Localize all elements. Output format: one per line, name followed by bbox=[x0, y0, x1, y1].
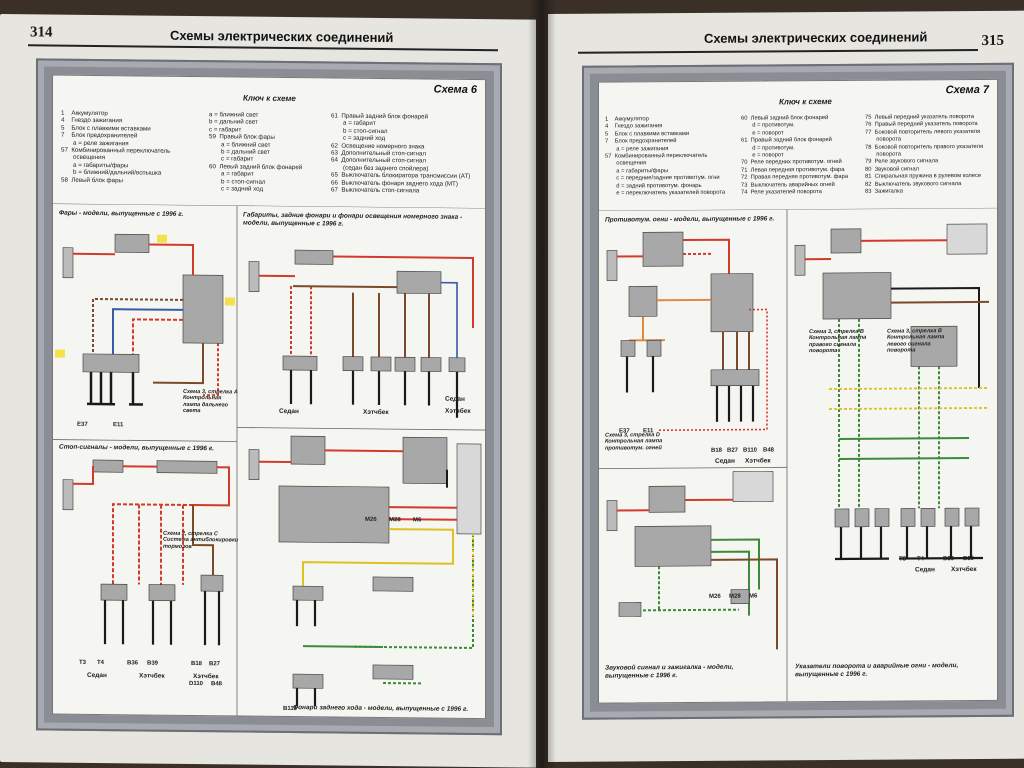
body-label-hatch: Хэтчбек bbox=[299, 716, 325, 719]
ground-label: E11 bbox=[643, 428, 654, 435]
note-schema3-b-left: Схема 3, стрелка B Контрольная лампа лев… bbox=[887, 328, 945, 354]
note-schema3-b: Схема 3, стрелка B Контрольная лампа пра… bbox=[809, 328, 867, 355]
note-schema3-a: Схема 3, стрелка A Контрольная лампа дал… bbox=[183, 388, 238, 415]
body-label-hatch: Хэтчбек bbox=[445, 407, 471, 415]
diagram-caption-horn: Звуковой сигнал и зажигалка - модели, вы… bbox=[605, 663, 734, 680]
page-number: 315 bbox=[981, 32, 1005, 49]
key-column-1: 1 Аккумулятор 4 Гнездо зажигания 5 Блок … bbox=[61, 109, 171, 184]
ground-label: E37 bbox=[77, 421, 88, 428]
left-schematics bbox=[53, 203, 486, 718]
diagram-caption-indicators: Указатели поворота и аварийные огни - мо… bbox=[795, 662, 959, 678]
page-header-title: Схемы электрических соединений bbox=[170, 27, 394, 46]
diagram-frame: Схема 7 Ключ к схеме 1 Аккумулятор 4 Гне… bbox=[582, 62, 1014, 720]
ground-label: B39 bbox=[147, 660, 159, 667]
ground-label: M28 bbox=[389, 517, 401, 524]
page-header-title: Схемы электрических соединений bbox=[704, 29, 928, 46]
ground-label: M6 bbox=[413, 517, 422, 524]
key-title: Ключ к схеме bbox=[243, 93, 296, 104]
body-label-hatch: Хэтчбек bbox=[139, 672, 165, 680]
indicators-schematic bbox=[794, 223, 989, 561]
ground-label: E11 bbox=[113, 422, 124, 429]
key-column-2: 60 Левый задний блок фонарей d = противо… bbox=[741, 115, 849, 196]
body-label-hatch: Хэтчбек bbox=[193, 673, 219, 681]
diagram-sheet: Схема 7 Ключ к схеме 1 Аккумулятор 4 Гне… bbox=[598, 78, 998, 704]
reverse-schematic bbox=[248, 435, 482, 707]
ground-label: T4 bbox=[917, 556, 925, 563]
ground-label: M6 bbox=[749, 593, 758, 600]
key-column-2: a = ближний свет b = дальний свет c = га… bbox=[209, 111, 303, 193]
body-label-sedan: Седан bbox=[279, 407, 299, 416]
key-column-3: 61 Правый задний блок фонарей a = габари… bbox=[331, 112, 471, 195]
diagram-caption-fog: Противотум. огни - модели, выпущенные с … bbox=[605, 215, 775, 224]
ground-label: B18 bbox=[191, 661, 203, 668]
right-page: 315 Схемы электрических соединений Схема… bbox=[548, 10, 1024, 763]
diagram-frame: Схема 6 Ключ к схеме 1 Аккумулятор 4 Гне… bbox=[36, 58, 502, 736]
body-label-sedan: Седан bbox=[87, 671, 107, 680]
body-label-hatch: Хэтчбек bbox=[951, 566, 977, 574]
ground-label: B27 bbox=[209, 661, 221, 668]
ground-label: E37 bbox=[619, 428, 630, 435]
header-rule bbox=[578, 48, 978, 54]
body-label-sedan: Седан bbox=[915, 566, 935, 574]
ground-label: B110 bbox=[283, 705, 298, 713]
ground-label: B110 bbox=[743, 447, 758, 454]
header-rule bbox=[28, 44, 498, 52]
ground-label: D110 bbox=[189, 680, 204, 688]
fog-schematic bbox=[606, 231, 768, 432]
ground-label: M26 bbox=[709, 593, 721, 600]
note-schema3-d: Схема 3, стрелка D Контрольная лампа про… bbox=[605, 432, 663, 452]
ground-label: T3 bbox=[79, 659, 87, 666]
diagram-sheet: Схема 6 Ключ к схеме 1 Аккумулятор 4 Гне… bbox=[52, 74, 486, 720]
ground-label: B39 bbox=[963, 556, 975, 563]
schema-label: Схема 6 bbox=[433, 83, 477, 96]
ground-label: B48 bbox=[763, 447, 775, 454]
right-schematics bbox=[599, 207, 998, 704]
ground-label: B18 bbox=[711, 447, 723, 454]
key-column-3: 75 Левый передний указатель поворота 76 … bbox=[865, 114, 984, 195]
ground-label: M28 bbox=[729, 593, 741, 600]
ground-label: T3 bbox=[899, 556, 907, 563]
key-title: Ключ к схеме bbox=[779, 97, 832, 107]
body-label-hatch: Хэтчбек bbox=[745, 457, 771, 465]
ground-label: M26 bbox=[365, 516, 377, 523]
body-label-hatch: Хэтчбек bbox=[363, 408, 389, 417]
book-gutter bbox=[528, 0, 556, 768]
ground-label: T4 bbox=[97, 660, 105, 667]
diagram-caption-parking: Габариты, задние фонари и фонари освещен… bbox=[243, 211, 463, 228]
ground-label: B36 bbox=[943, 556, 955, 563]
stop-schematic bbox=[62, 459, 230, 646]
note-schema2-c: Схема 2, стрелка C Система антиблокировк… bbox=[163, 530, 239, 550]
body-label-sedan: Седан bbox=[445, 395, 465, 403]
ground-label: B27 bbox=[727, 447, 739, 454]
ground-label: B48 bbox=[211, 681, 223, 688]
page-number: 314 bbox=[30, 24, 53, 41]
horn-schematic bbox=[606, 471, 778, 650]
key-column-1: 1 Аккумулятор 4 Гнездо зажигания 5 Блок … bbox=[605, 116, 726, 197]
left-page: 314 Схемы электрических соединений Схема… bbox=[0, 14, 536, 768]
parking-schematic bbox=[248, 249, 474, 418]
body-label-sedan: Седан bbox=[715, 457, 735, 465]
ground-label: B36 bbox=[127, 660, 139, 667]
schema-label: Схема 7 bbox=[945, 83, 989, 97]
headlight-schematic bbox=[55, 233, 235, 406]
